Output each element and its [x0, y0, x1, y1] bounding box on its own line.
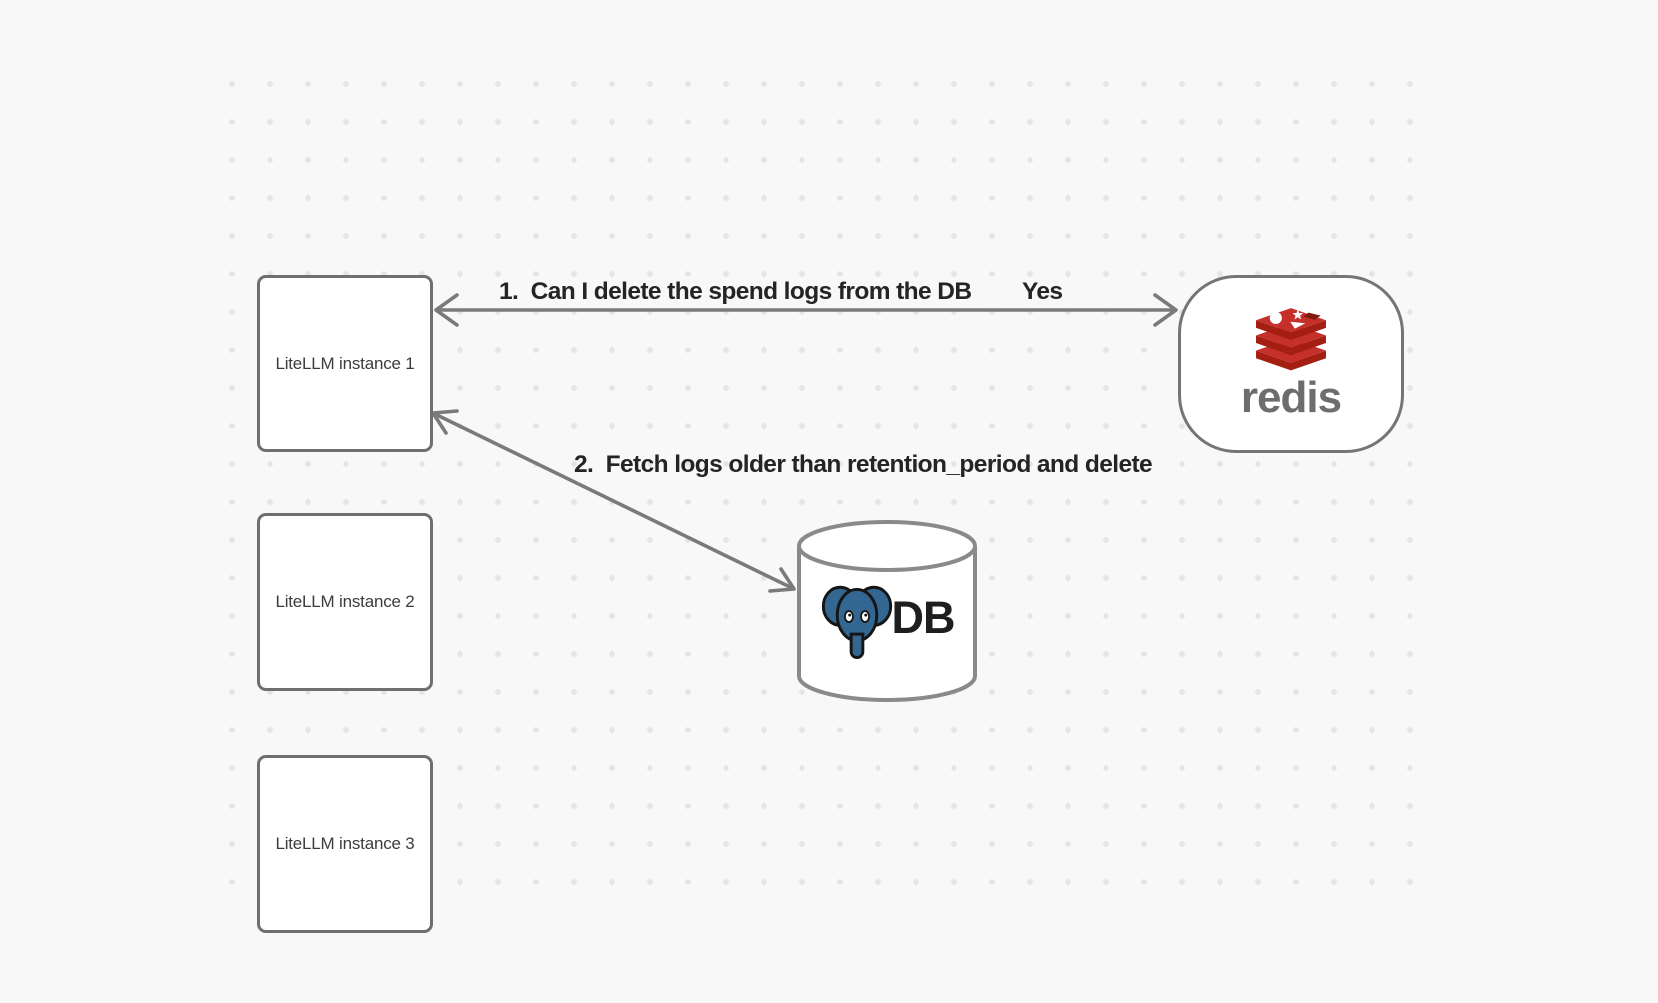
- node-litellm-instance-3: LiteLLM instance 3: [257, 755, 433, 933]
- edge-2-label: 2. Fetch logs older than retention_perio…: [574, 451, 1153, 478]
- litellm-instance-1-label: LiteLLM instance 1: [275, 353, 415, 373]
- redis-logo-icon: [1256, 308, 1326, 371]
- edge-1-label: 1. Can I delete the spend logs from the …: [499, 278, 972, 305]
- node-litellm-instance-1: LiteLLM instance 1: [257, 275, 433, 452]
- edge-1-response-label: Yes: [1022, 278, 1063, 305]
- redis-circle-glyph: [1269, 311, 1282, 325]
- node-db: DB: [795, 518, 979, 706]
- redis-wordmark: redis: [1240, 373, 1342, 422]
- node-redis: redis: [1178, 275, 1404, 453]
- redis-triangle-glyph: [1290, 321, 1306, 329]
- litellm-instance-3-label: LiteLLM instance 3: [275, 834, 415, 853]
- redis-star-glyph: [1292, 309, 1304, 320]
- litellm-instance-2-label: LiteLLM instance 2: [275, 592, 415, 611]
- db-label: DB: [891, 592, 956, 643]
- redis-cube-glyph: [1303, 312, 1321, 320]
- database-cylinder-icon: [797, 520, 977, 702]
- postgresql-elephant-icon: [821, 585, 892, 659]
- node-litellm-instance-2: LiteLLM instance 2: [257, 513, 433, 691]
